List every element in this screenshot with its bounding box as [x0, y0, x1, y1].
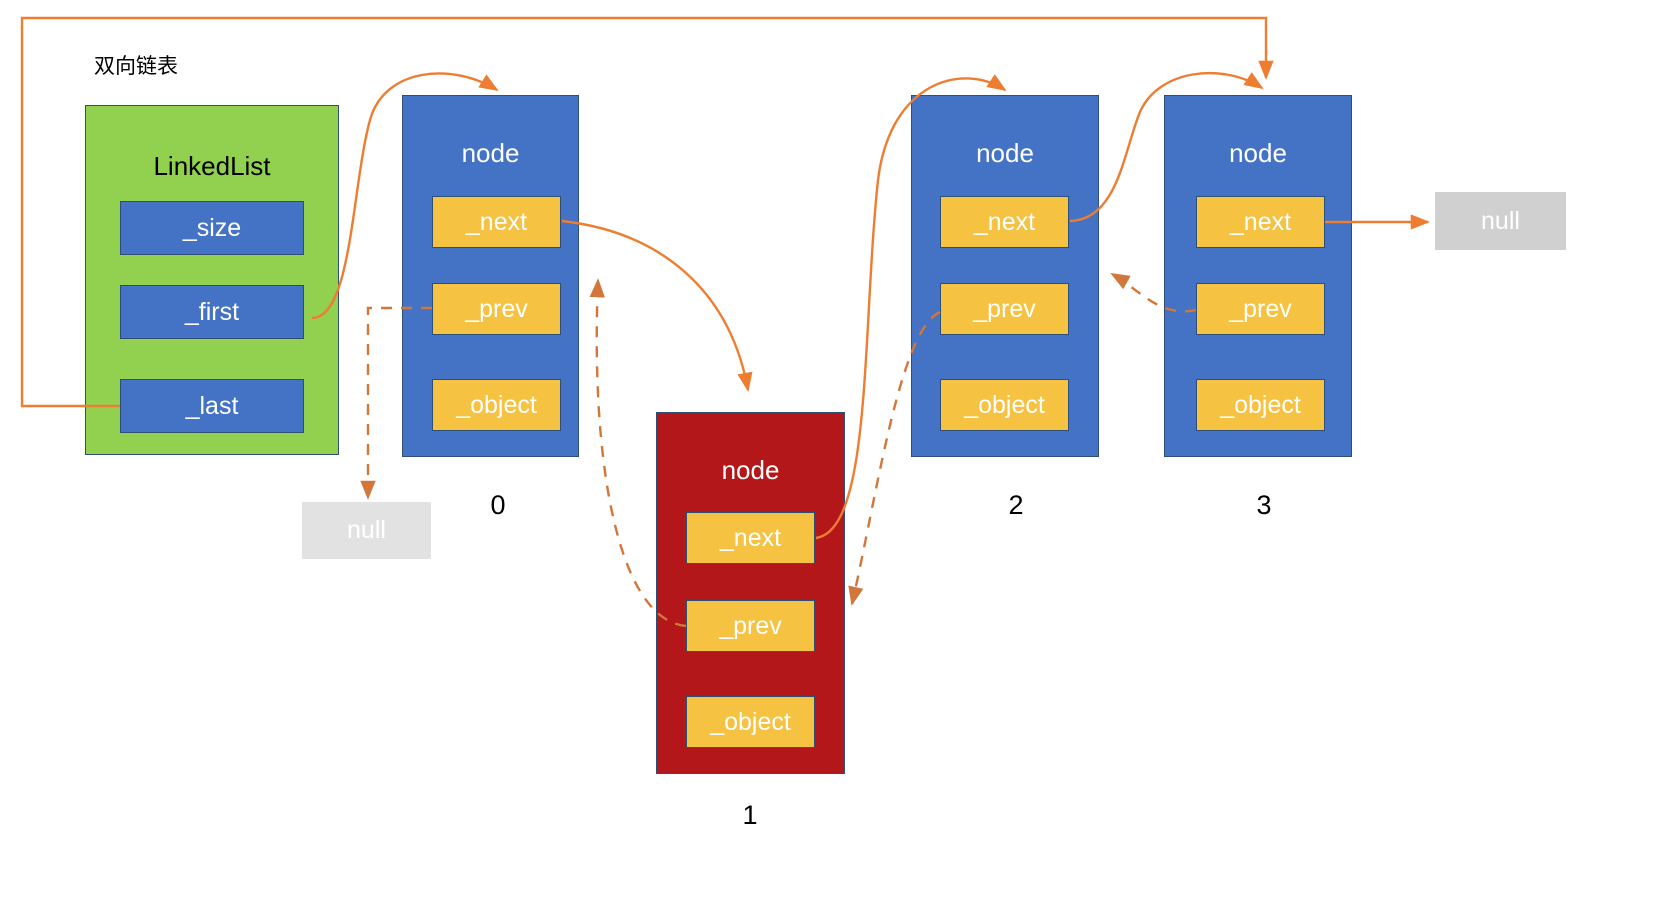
linkedlist-title: LinkedList — [153, 151, 271, 181]
node-2-field-next-label: _next — [973, 207, 1036, 236]
node-2-field-prev[interactable]: _prev — [940, 283, 1069, 335]
node-2-field-object-label: _object — [964, 390, 1045, 419]
node-1-field-prev-label: _prev — [719, 611, 782, 640]
node-0-title: node — [461, 138, 520, 168]
node-3-title: node — [1229, 138, 1287, 168]
node-1-field-object[interactable]: _object — [686, 696, 815, 748]
node-0-field-prev[interactable]: _prev — [432, 283, 561, 335]
node-0-field-next[interactable]: _next — [432, 196, 561, 248]
null-box-right-label: null — [1481, 206, 1520, 235]
node-1-field-next-label: _next — [719, 523, 782, 552]
linkedlist-field-first[interactable]: _first — [120, 285, 304, 339]
linkedlist-field-last[interactable]: _last — [120, 379, 304, 433]
linkedlist-field-size-label: _size — [182, 213, 242, 242]
node-3-field-next-label: _next — [1229, 207, 1292, 236]
node-1-field-object-label: _object — [710, 707, 791, 736]
node-0-field-object[interactable]: _object — [432, 379, 561, 431]
node-2-field-object[interactable]: _object — [940, 379, 1069, 431]
node-1-title: node — [721, 455, 780, 485]
node-0-field-prev-label: _prev — [465, 294, 528, 323]
node-3-index-label: 3 — [1256, 490, 1272, 520]
node-3-field-object[interactable]: _object — [1196, 379, 1325, 431]
node-3-field-prev[interactable]: _prev — [1196, 283, 1325, 335]
node-2-field-prev-label: _prev — [973, 294, 1036, 323]
wire-node0next-to-node1 — [561, 219, 753, 392]
node-0-field-object-label: _object — [456, 390, 537, 419]
linkedlist-field-first-label: _first — [184, 297, 240, 326]
node-1-index-label: 1 — [742, 800, 758, 830]
null-box-left-label: null — [347, 516, 386, 544]
node-3-field-next[interactable]: _next — [1196, 196, 1325, 248]
node-3-field-object-label: _object — [1220, 390, 1301, 419]
node-1-field-next[interactable]: _next — [686, 512, 815, 564]
node-2-title: node — [976, 138, 1034, 168]
node-2-field-next[interactable]: _next — [940, 196, 1069, 248]
null-box-right: null — [1435, 192, 1566, 250]
node-2-index-label: 2 — [1008, 490, 1024, 520]
node-0-field-next-label: _next — [465, 207, 528, 236]
node-3-field-prev-label: _prev — [1229, 294, 1292, 323]
node-1-field-prev[interactable]: _prev — [686, 600, 815, 652]
node-0-index-label: 0 — [490, 490, 506, 520]
linkedlist-field-last-label: _last — [185, 391, 239, 420]
linkedlist-field-size[interactable]: _size — [120, 201, 304, 255]
diagram-title: 双向链表 — [94, 55, 178, 78]
null-box-left: null — [302, 502, 431, 559]
